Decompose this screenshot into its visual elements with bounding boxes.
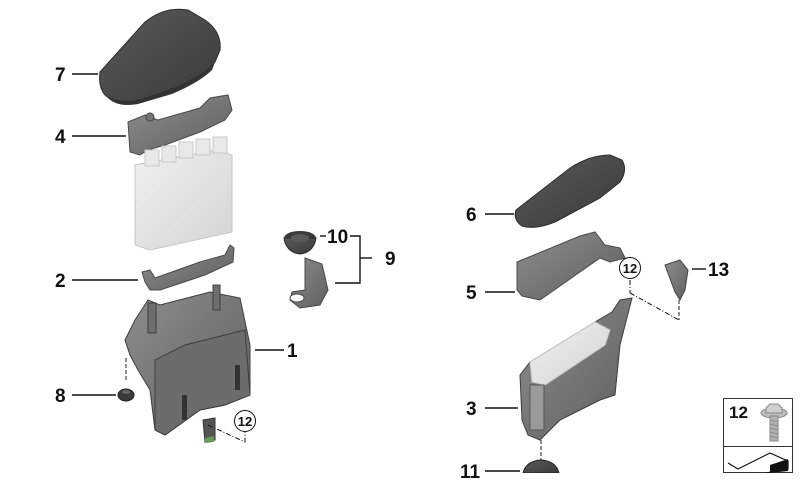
part-5-cover-housing	[516, 231, 626, 301]
callout-4[interactable]: 4	[55, 127, 66, 148]
callout-1[interactable]: 1	[287, 341, 298, 362]
parts-diagram: 7 4 2 10 9 1 8 12 6 5 12 13 3 11 12	[55, 8, 793, 482]
part-4-cable-guide	[127, 94, 233, 156]
part-1-housing	[124, 284, 251, 443]
callout-12-right-circled[interactable]: 12	[619, 257, 641, 279]
callout-2[interactable]: 2	[55, 271, 66, 292]
leader-lines	[72, 73, 706, 472]
callout-9[interactable]: 9	[385, 249, 396, 270]
part-10-grommet	[283, 231, 317, 255]
callout-7[interactable]: 7	[55, 65, 66, 86]
callout-8[interactable]: 8	[55, 386, 66, 407]
control-unit-module	[134, 136, 233, 251]
callout-13[interactable]: 13	[708, 260, 730, 281]
legend-item-number[interactable]: 12	[729, 403, 748, 422]
legend-divider	[724, 446, 792, 447]
part-6-cover	[514, 154, 626, 228]
dashed-reference-lines	[207, 280, 680, 443]
callout-10[interactable]: 10	[327, 227, 349, 248]
part-8-rubber-mount	[117, 388, 135, 402]
hex-flange-screw-icon	[760, 403, 788, 442]
callout-6[interactable]: 6	[466, 205, 477, 226]
legend-box: 12	[723, 398, 793, 473]
part-13-clip	[664, 259, 689, 320]
callout-12-left-circled[interactable]: 12	[234, 410, 256, 432]
part-7-cover	[99, 8, 221, 105]
diagram-marker-icon	[727, 452, 789, 473]
part-2-bracket-rail	[141, 244, 235, 291]
callout-5[interactable]: 5	[466, 283, 477, 304]
part-11-grommet	[522, 459, 560, 474]
diagram-canvas	[72, 8, 706, 474]
part-3-fuse-carrier	[519, 297, 633, 460]
callout-3[interactable]: 3	[466, 399, 477, 420]
part-9-holder	[289, 257, 329, 309]
